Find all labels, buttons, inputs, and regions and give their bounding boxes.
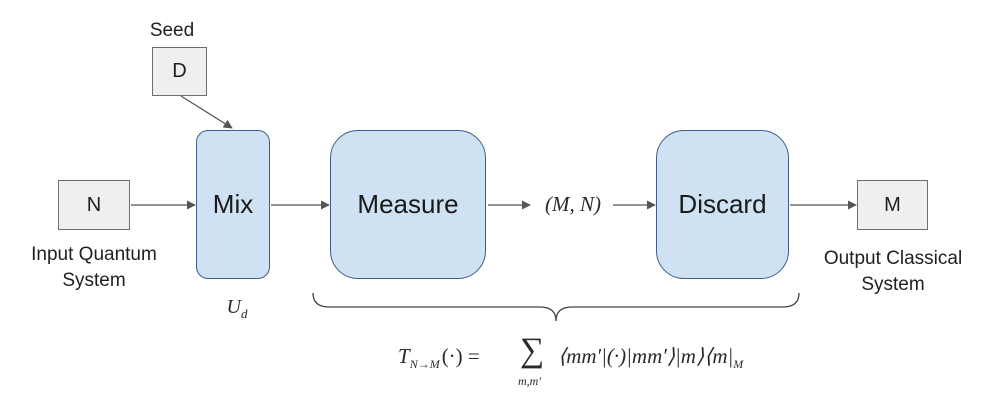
input-box: N — [58, 180, 130, 230]
input-label: Input Quantum System — [10, 242, 178, 294]
input-label-line1: Input Quantum — [31, 244, 157, 265]
input-label-line2: System — [62, 270, 126, 291]
arrow-seed-to-mix — [180, 95, 233, 129]
sum-index: m,m′ — [518, 374, 541, 388]
output-label-line1: Output Classical — [823, 248, 963, 269]
seed-label: Seed — [149, 20, 195, 41]
output-box: M — [857, 180, 928, 230]
unitary-sub: d — [240, 306, 248, 321]
seed-box: D — [152, 47, 207, 96]
measure-block: Measure — [330, 130, 486, 279]
mix-block: Mix — [196, 130, 270, 279]
pair-label: (M, N) — [545, 192, 601, 216]
unitary-label: Ud — [212, 296, 262, 322]
formula-terms: ⟨mm′|(·)|mm′⟩|m⟩⟨m|M — [558, 344, 743, 372]
underbrace — [312, 292, 800, 322]
formula-end-sub: M — [733, 357, 744, 372]
discard-block: Discard — [656, 130, 789, 279]
sum-symbol: ∑ — [520, 332, 545, 369]
unitary-base: U — [226, 296, 241, 318]
formula-lhs-args: (·) = — [441, 344, 480, 368]
formula-terms-body: ⟨mm′|(·)|mm′⟩|m⟩⟨m| — [558, 344, 734, 368]
formula-lhs-base: T — [398, 344, 410, 368]
formula-lhs-sub: N→M — [409, 357, 440, 372]
formula-lhs: TN→M(·) = — [398, 344, 480, 372]
output-label-line2: System — [861, 274, 925, 295]
output-label: Output Classical System — [808, 246, 978, 298]
channel-formula: TN→M(·) = ∑ m,m′ ⟨mm′|(·)|mm′⟩|m⟩⟨m|M — [398, 332, 793, 398]
